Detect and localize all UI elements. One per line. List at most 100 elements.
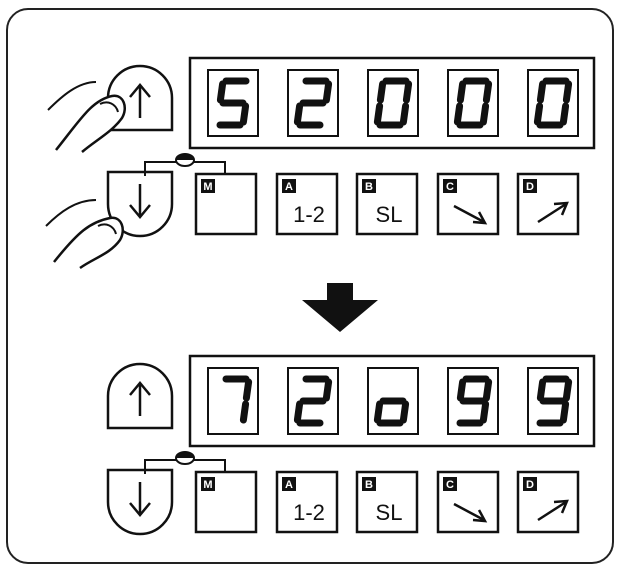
- arrow-head: [129, 83, 151, 98]
- arrow-head: [129, 381, 151, 396]
- segment-e: [373, 400, 384, 424]
- button-label: 1-2: [293, 202, 325, 227]
- indicator-lamp-bottom: [144, 451, 226, 474]
- button-letter: C: [446, 181, 454, 193]
- arrow-down-right-icon: [453, 204, 488, 225]
- mode-button-a-top[interactable]: A1-2: [275, 172, 339, 236]
- digit-cell: [527, 69, 579, 137]
- digit-cell: [447, 69, 499, 137]
- segment-b: [482, 378, 493, 402]
- segment-b: [402, 80, 413, 104]
- button-letter: D: [526, 181, 534, 193]
- segment-c: [239, 400, 250, 424]
- button-letter: M: [203, 181, 212, 193]
- mode-button-c-top[interactable]: C: [436, 172, 500, 236]
- segment-c: [399, 102, 410, 126]
- arrow-down-icon: [129, 482, 151, 517]
- segment-b: [322, 80, 333, 104]
- segment-f: [376, 80, 387, 104]
- segment-e: [533, 102, 544, 126]
- button-label: 1-2: [293, 500, 325, 525]
- down-arrow-icon: [302, 283, 378, 332]
- arrow-up-right-icon: [537, 499, 569, 522]
- down-button-top[interactable]: [106, 170, 174, 238]
- digit-cell: [287, 367, 339, 435]
- mode-button-a-bottom[interactable]: A1-2: [275, 470, 339, 534]
- segment-f: [216, 80, 227, 104]
- arrow-head: [553, 499, 569, 514]
- segment-b: [562, 80, 573, 104]
- arrow-head: [472, 509, 488, 523]
- indicator-lamp-top: [144, 153, 226, 176]
- letter-badge: [362, 477, 376, 491]
- button-letter: D: [526, 479, 534, 491]
- segment-c: [559, 400, 570, 424]
- arrow-shaft: [453, 204, 485, 224]
- finger-lower: [53, 216, 124, 270]
- arrow-down-right-icon: [453, 502, 488, 523]
- fingernail-lower: [97, 223, 117, 235]
- segment-c: [559, 102, 570, 126]
- arrow-head: [472, 211, 488, 225]
- arrow-up-icon: [129, 381, 151, 416]
- mode-button-m-bottom[interactable]: M: [194, 470, 258, 534]
- mode-button-c-bottom[interactable]: C: [436, 470, 500, 534]
- letter-badge: [362, 179, 376, 193]
- digit-cell: [367, 69, 419, 137]
- segment-b: [322, 378, 333, 402]
- button-letter: B: [365, 181, 373, 193]
- down-button-bottom[interactable]: [106, 468, 174, 536]
- mode-button-d-bottom[interactable]: D: [516, 470, 580, 534]
- digit-0: [216, 77, 250, 129]
- digit-4: [536, 375, 573, 427]
- digit-3: [456, 375, 493, 427]
- digit-cell: [527, 367, 579, 435]
- segment-e: [373, 102, 384, 126]
- finger-upper-line: [47, 81, 97, 111]
- segment-b: [242, 378, 253, 402]
- arrow-shaft: [537, 500, 567, 522]
- segment-f: [456, 80, 467, 104]
- arrow-up-icon: [129, 83, 151, 118]
- segment-c: [399, 400, 410, 424]
- segment-c: [479, 102, 490, 126]
- segment-f: [536, 378, 547, 402]
- segment-c: [239, 102, 250, 126]
- arrow-head: [129, 502, 151, 517]
- letter-badge: [201, 179, 215, 193]
- letter-badge: [282, 477, 296, 491]
- arrow-head: [129, 204, 151, 219]
- digit-0: [222, 375, 253, 424]
- digit-2: [373, 77, 413, 129]
- mode-button-b-top[interactable]: BSL: [355, 172, 419, 236]
- letter-badge: [201, 477, 215, 491]
- indicator-led-top: [176, 452, 194, 458]
- mode-button-b-bottom[interactable]: BSL: [355, 470, 419, 534]
- button-outline: [436, 172, 500, 236]
- digit-cell: [207, 367, 259, 435]
- letter-badge: [282, 179, 296, 193]
- button-letter: A: [285, 479, 293, 491]
- digit-3: [453, 77, 493, 129]
- outer-border: [6, 8, 614, 564]
- arrow-shaft: [537, 202, 567, 224]
- letter-badge: [443, 179, 457, 193]
- segment-f: [456, 378, 467, 402]
- arrow-head: [553, 201, 569, 216]
- arrow-stem: [327, 283, 353, 301]
- up-button-bottom[interactable]: [106, 362, 174, 430]
- letter-badge: [523, 477, 537, 491]
- indicator-led-top: [176, 154, 194, 160]
- segment-b: [562, 378, 573, 402]
- mode-button-d-top[interactable]: D: [516, 172, 580, 236]
- digit-cell: [207, 69, 259, 137]
- button-outline: [194, 172, 258, 236]
- arrow-up-right-icon: [537, 201, 569, 224]
- mode-button-m-top[interactable]: M: [194, 172, 258, 236]
- segment-b: [482, 80, 493, 104]
- button-letter: C: [446, 479, 454, 491]
